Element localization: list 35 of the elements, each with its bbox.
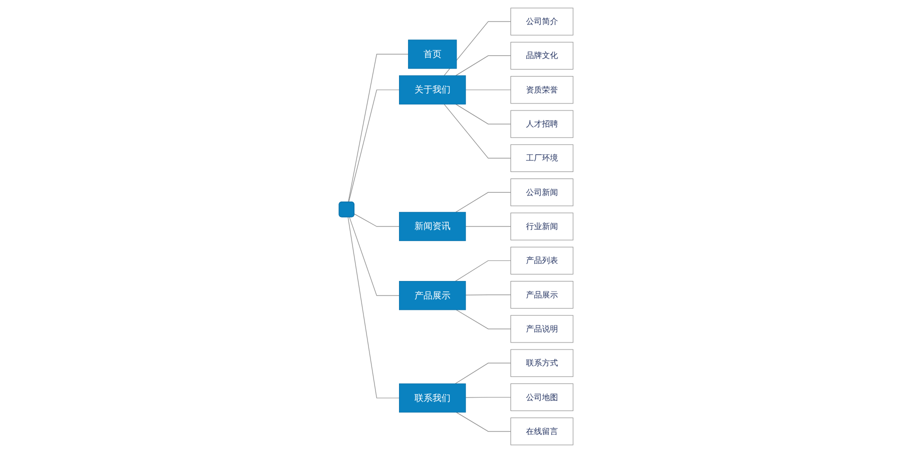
connector: [348, 216, 400, 398]
connector: [456, 310, 512, 330]
node-box: 联系方式: [510, 349, 574, 377]
connector: [456, 412, 512, 432]
node-box: 首页: [408, 40, 457, 69]
node-box: 品牌文化: [510, 42, 574, 70]
connector: [455, 55, 512, 76]
node-box: 行业新闻: [510, 212, 574, 240]
connector: [348, 54, 409, 202]
connector: [354, 214, 400, 227]
connector: [454, 260, 512, 282]
connector: [348, 90, 400, 202]
node-box: 关于我们: [399, 75, 466, 104]
node-box: 公司简介: [510, 8, 574, 36]
node-box: 公司地图: [510, 383, 574, 412]
node-box: 联系我们: [399, 383, 466, 413]
connector: [444, 104, 512, 158]
connector: [465, 226, 512, 227]
connector: [455, 192, 512, 212]
connector: [454, 362, 512, 384]
connector: [349, 216, 400, 296]
node-box: 人才招聘: [510, 110, 574, 138]
node-box: 公司新闻: [510, 178, 574, 206]
connector: [455, 104, 512, 124]
connector: [465, 294, 512, 296]
node-box: 产品列表: [510, 246, 574, 274]
node-box: 工厂环境: [510, 144, 574, 172]
node-box: 产品说明: [510, 315, 574, 343]
connector: [444, 21, 512, 76]
node-box: 资质荣誉: [510, 76, 574, 104]
node-box: 在线留言: [510, 418, 574, 446]
node-box: 产品展示: [399, 281, 466, 310]
connector: [465, 396, 512, 398]
node-box: 新闻资讯: [399, 212, 466, 242]
node-box: 产品展示: [510, 281, 574, 309]
